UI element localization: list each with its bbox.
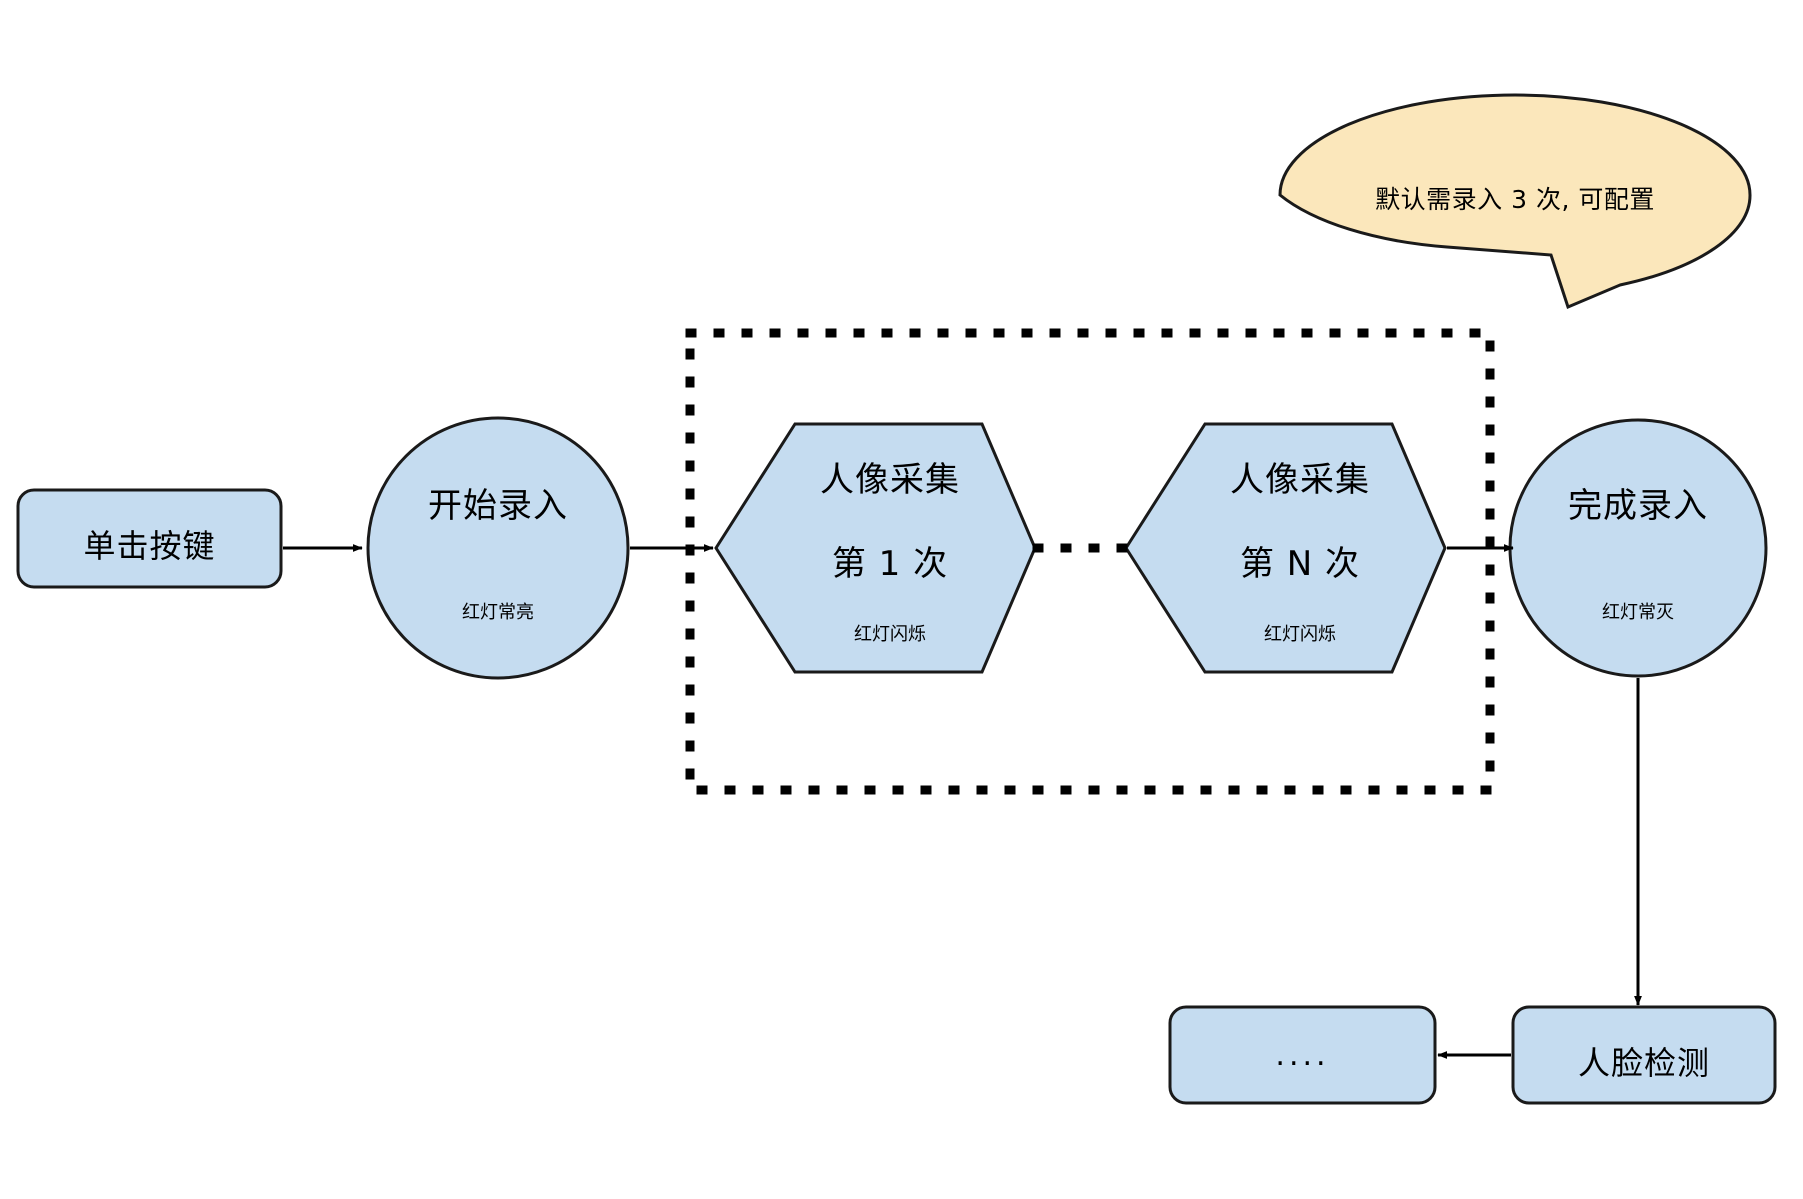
node-start-enroll[interactable] [366,416,630,680]
callout-bubble [1278,93,1752,310]
node-finish-enroll[interactable] [1508,418,1768,678]
node-face-detect[interactable] [1511,1005,1777,1105]
loop-group-border [685,328,1495,795]
node-more[interactable] [1168,1005,1437,1105]
node-capture-nth[interactable] [1124,422,1447,674]
node-click-button[interactable] [16,488,283,589]
node-capture-first[interactable] [714,422,1037,674]
